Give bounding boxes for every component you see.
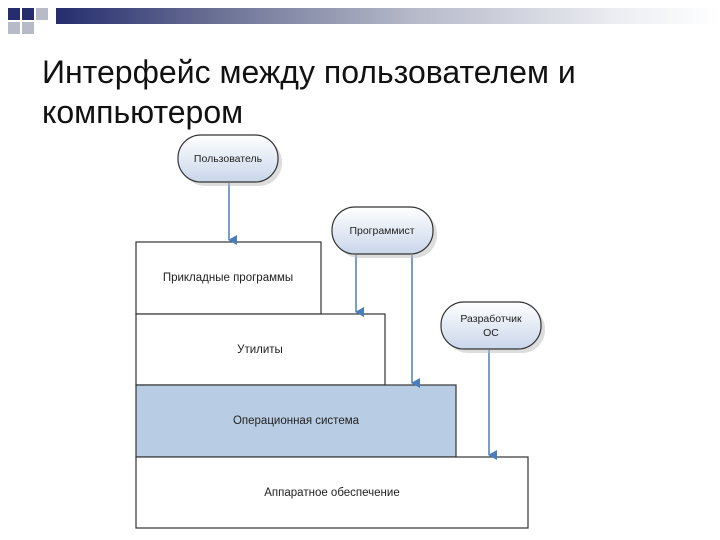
layer-hardware-label: Аппаратное обеспечение [264,487,399,499]
actor-programmer: Программист [331,206,437,258]
deco-square [8,22,20,34]
actor-os-developer: Разработчик ОС [440,301,545,353]
layer-operating-system: Операционная система [135,384,457,458]
deco-square [22,22,34,34]
layer-applications: Прикладные программы [135,241,322,315]
title-gradient-bar [56,8,720,24]
deco-square [22,8,34,20]
deco-square [8,8,20,20]
actor-programmer-label: Программист [349,225,414,237]
actor-os-developer-label-line1: Разработчик [460,313,522,325]
deco-square [36,8,48,20]
slide-title: Интерфейс между пользователем и компьюте… [42,54,576,130]
actor-user-label: Пользователь [194,153,263,165]
layer-utilities-label: Утилиты [237,344,283,356]
actor-os-developer-label-line2: ОС [483,327,499,339]
layer-hardware: Аппаратное обеспечение [135,456,529,529]
layer-operating-system-label: Операционная система [233,415,360,427]
layer-utilities: Утилиты [135,313,386,386]
actor-user: Пользователь [177,134,282,186]
layer-applications-label: Прикладные программы [163,272,293,284]
decorative-squares [0,0,60,44]
